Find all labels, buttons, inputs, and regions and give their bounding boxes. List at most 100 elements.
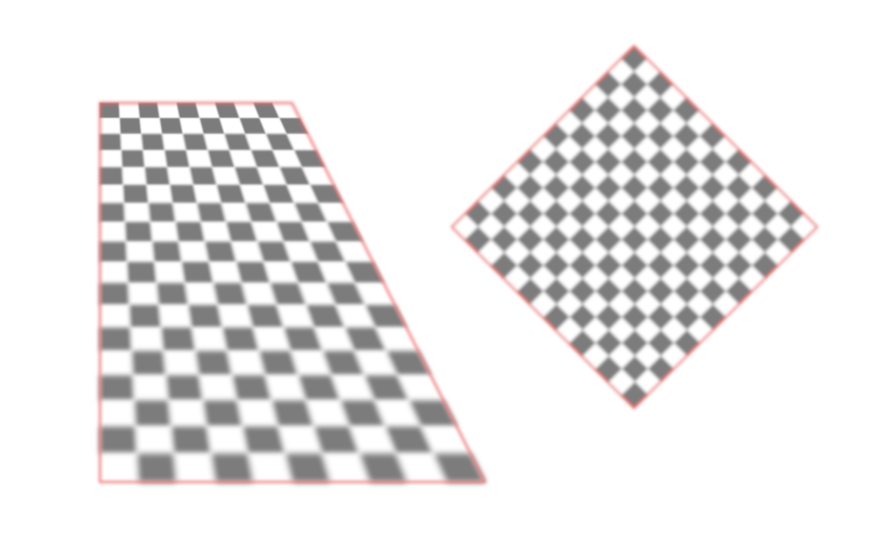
checker-cell bbox=[167, 167, 194, 186]
checker-cell bbox=[99, 133, 122, 151]
checker-cell bbox=[202, 400, 244, 428]
checker-cell bbox=[124, 203, 151, 223]
trapezoid-row bbox=[99, 426, 472, 455]
checker-cell bbox=[99, 222, 127, 243]
checker-cell bbox=[121, 150, 146, 168]
trapezoid-cells bbox=[99, 102, 486, 483]
trapezoid-row bbox=[99, 453, 486, 483]
checker-cell bbox=[156, 283, 189, 306]
checker-cell bbox=[150, 222, 180, 243]
trapezoid-row bbox=[99, 375, 445, 402]
checker-cell bbox=[198, 375, 238, 402]
checker-cell bbox=[184, 283, 219, 306]
checker-cell bbox=[132, 375, 170, 402]
trapezoid-row bbox=[99, 203, 354, 223]
checker-cell bbox=[164, 150, 191, 168]
checker-cell bbox=[178, 241, 210, 263]
checker-cell bbox=[158, 304, 193, 329]
checker-cell bbox=[204, 241, 237, 263]
checker-cell bbox=[99, 241, 128, 263]
checker-cell bbox=[160, 327, 196, 352]
checker-cell bbox=[119, 117, 142, 135]
checker-cell bbox=[210, 453, 255, 483]
checker-cell bbox=[148, 203, 177, 223]
checker-cell bbox=[213, 283, 248, 306]
checker-cell bbox=[99, 351, 134, 376]
trapezoid-checkerboard bbox=[99, 102, 486, 483]
trapezoid-row bbox=[99, 351, 432, 376]
checker-cell bbox=[99, 203, 126, 223]
checker-cell bbox=[138, 102, 161, 119]
checker-cell bbox=[131, 351, 167, 376]
checker-cell bbox=[141, 133, 166, 151]
checker-cell bbox=[124, 222, 153, 243]
checker-cell bbox=[188, 304, 223, 329]
checker-cell bbox=[99, 283, 130, 306]
checker-cell bbox=[154, 262, 186, 284]
checker-cell bbox=[175, 222, 206, 243]
checker-cell bbox=[123, 184, 149, 204]
checker-cell bbox=[227, 351, 266, 376]
diamond-checkerboard bbox=[451, 45, 818, 409]
checker-cell bbox=[231, 375, 273, 402]
checker-cell bbox=[169, 184, 198, 204]
trapezoid-row bbox=[99, 304, 408, 329]
checker-cell bbox=[99, 167, 124, 186]
checker-cell bbox=[144, 167, 171, 186]
checker-cell bbox=[99, 453, 139, 483]
checker-cell bbox=[99, 426, 138, 455]
trapezoid-row bbox=[99, 184, 344, 204]
checker-cell bbox=[162, 133, 187, 151]
checker-cell bbox=[191, 327, 228, 352]
checker-cell bbox=[171, 426, 212, 455]
checker-cell bbox=[120, 133, 144, 151]
diamond-outline bbox=[451, 45, 818, 409]
checker-cell bbox=[165, 375, 204, 402]
checker-cell bbox=[195, 351, 233, 376]
checker-cell bbox=[99, 117, 122, 135]
checker-cell bbox=[122, 167, 148, 186]
checker-cell bbox=[130, 327, 165, 352]
checker-cell bbox=[168, 400, 208, 428]
trapezoid-row bbox=[99, 102, 301, 119]
checker-cell bbox=[242, 426, 286, 455]
checker-cell bbox=[142, 150, 168, 168]
checker-cell bbox=[99, 184, 125, 204]
checker-cell bbox=[159, 117, 184, 135]
checker-cell bbox=[172, 203, 202, 223]
checker-cell bbox=[99, 262, 129, 284]
checker-cell bbox=[136, 453, 178, 483]
checker-cell bbox=[139, 117, 163, 135]
checker-cell bbox=[208, 262, 243, 284]
trapezoid-outline bbox=[99, 102, 486, 483]
checker-cell bbox=[222, 327, 260, 352]
trapezoid-row bbox=[99, 133, 317, 151]
checker-cell bbox=[118, 102, 141, 119]
checker-cell bbox=[247, 453, 293, 483]
checker-cell bbox=[99, 327, 133, 352]
checker-cell bbox=[135, 426, 175, 455]
trapezoid-row bbox=[99, 241, 374, 263]
trapezoid-row bbox=[99, 150, 326, 168]
trapezoid-row bbox=[99, 262, 385, 284]
checker-cell bbox=[163, 351, 200, 376]
checker-cell bbox=[181, 262, 214, 284]
checker-cell bbox=[173, 453, 216, 483]
checker-cell bbox=[125, 241, 155, 263]
checker-cell bbox=[146, 184, 174, 204]
checker-cell bbox=[99, 304, 131, 329]
checker-cell bbox=[99, 375, 135, 402]
trapezoid-row bbox=[99, 117, 309, 135]
trapezoid-row bbox=[99, 327, 419, 352]
trapezoid-row bbox=[99, 400, 458, 428]
trapezoid-row bbox=[99, 222, 364, 243]
checker-cell bbox=[134, 400, 172, 428]
trapezoid-row bbox=[99, 167, 335, 186]
checker-cell bbox=[99, 150, 123, 168]
checker-cell bbox=[99, 400, 137, 428]
checker-cell bbox=[237, 400, 279, 428]
checker-cell bbox=[157, 102, 181, 119]
trapezoid-row bbox=[99, 283, 396, 306]
checker-cell bbox=[126, 262, 158, 284]
